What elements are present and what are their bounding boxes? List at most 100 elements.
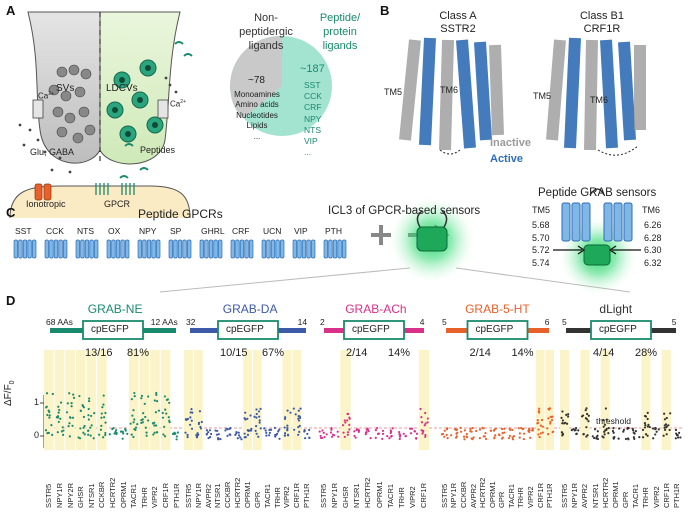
response-point [469, 427, 472, 431]
response-point [652, 437, 655, 440]
receptor-axis-label: OPRM1 [118, 481, 128, 508]
cpegfp-box [590, 320, 652, 340]
response-point [57, 420, 60, 424]
response-point [415, 432, 419, 435]
response-point [348, 423, 351, 426]
response-point [664, 423, 668, 426]
response-point [112, 426, 115, 430]
response-point [292, 407, 295, 410]
response-point [235, 431, 238, 434]
response-point [81, 403, 84, 407]
response-point [124, 428, 127, 431]
response-point [409, 427, 412, 430]
nonpep-count: ~78 [248, 75, 265, 86]
responsive-highlight [641, 350, 651, 450]
receptor-axis-label: TRHR [397, 487, 406, 508]
receptor-axis-label: PTH1R [671, 483, 681, 508]
response-point [538, 435, 541, 439]
response-point [348, 428, 351, 431]
response-point [255, 408, 258, 411]
response-point [344, 421, 347, 424]
response-point [415, 437, 418, 440]
response-point [234, 433, 237, 437]
receptor-axis-label: TRHR [516, 487, 526, 508]
response-point [55, 416, 58, 419]
response-point [381, 432, 385, 435]
response-point [244, 411, 247, 414]
response-point [90, 414, 93, 418]
response-point [243, 436, 246, 439]
response-point [164, 408, 167, 411]
response-point [268, 431, 271, 434]
response-point [250, 427, 253, 431]
receptor-axis-label: TRHR [139, 487, 149, 508]
response-point [420, 416, 423, 419]
response-point [59, 417, 62, 420]
response-point [585, 407, 588, 410]
cpegfp-box [217, 320, 279, 340]
response-point [286, 429, 289, 432]
response-point [541, 431, 544, 434]
receptor-axis-label: TACR1 [385, 483, 395, 508]
response-point [346, 419, 349, 422]
response-point [424, 435, 427, 438]
response-point [346, 412, 349, 416]
synapse-illustration [9, 11, 193, 219]
response-point [208, 429, 212, 432]
response-point [89, 426, 92, 429]
response-point [71, 424, 74, 427]
response-point [587, 420, 590, 423]
receptor-axis-label: HCRTR2 [363, 477, 373, 508]
response-point [216, 429, 219, 433]
response-point [78, 394, 81, 398]
response-point [136, 423, 139, 426]
response-point [104, 433, 107, 437]
response-point [237, 434, 241, 437]
response-point [154, 424, 158, 427]
receptor-label: GHRL [201, 226, 225, 236]
response-point [511, 436, 514, 439]
response-point [354, 436, 357, 439]
response-point [167, 416, 170, 419]
response-point [494, 427, 497, 430]
response-point [322, 431, 325, 434]
response-point [633, 432, 636, 435]
response-point [443, 429, 446, 432]
response-point [83, 433, 86, 436]
response-point [175, 438, 178, 441]
response-point [70, 402, 73, 405]
response-point [463, 438, 466, 441]
response-point [121, 430, 124, 433]
crf1r-tm6: TM6 [590, 95, 608, 105]
response-point [644, 423, 647, 427]
receptor-label: UCN [263, 226, 282, 236]
response-point [299, 407, 302, 410]
response-point [82, 406, 86, 409]
receptor-axis-label: GHSR [341, 486, 350, 508]
response-point [521, 428, 524, 431]
receptor-axis-label: CCKBR [458, 481, 468, 508]
response-point [520, 426, 523, 430]
receptor-glyph [75, 239, 99, 259]
receptor-glyph [106, 239, 130, 259]
calcium-label-left: Ca2+ [38, 91, 54, 101]
response-point [577, 429, 580, 432]
response-point [613, 435, 616, 439]
receptor-label: CRF [232, 226, 250, 236]
response-point [455, 428, 458, 432]
receptor-axis-label: NPY1R [449, 482, 459, 508]
responsive-highlight [292, 350, 302, 450]
ligand-pie-chart [229, 36, 332, 136]
response-point [531, 427, 534, 430]
responsive-percent: 14% [388, 347, 411, 359]
response-point [237, 431, 240, 434]
response-point [104, 431, 107, 435]
response-point [547, 417, 550, 420]
response-point [343, 435, 346, 439]
response-point [132, 435, 135, 439]
response-point [60, 430, 64, 433]
response-point [561, 432, 564, 435]
